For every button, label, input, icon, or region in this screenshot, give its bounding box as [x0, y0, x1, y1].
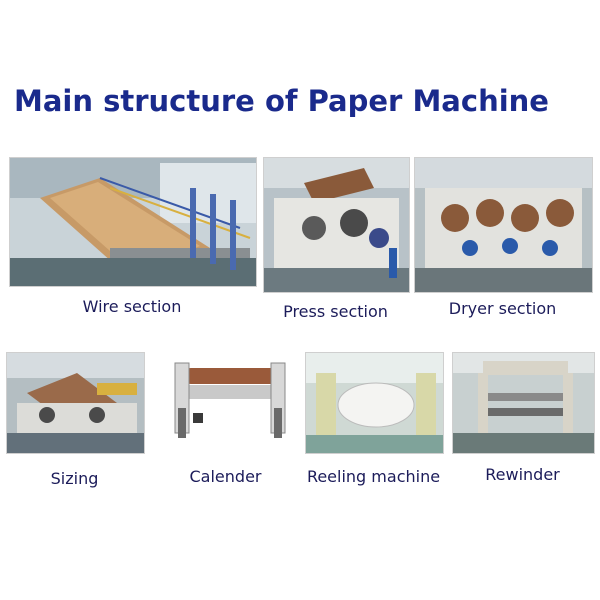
press-section-caption: Press section	[283, 302, 388, 321]
rewinder-photo	[452, 352, 595, 454]
page-title: Main structure of Paper Machine	[14, 84, 549, 118]
dryer-section-caption: Dryer section	[448, 299, 557, 318]
wire-section-caption: Wire section	[82, 297, 182, 316]
press-section-photo	[263, 157, 410, 293]
dryer-section-photo	[414, 157, 593, 293]
sizing-caption: Sizing	[50, 469, 99, 488]
rewinder-caption: Rewinder	[485, 465, 560, 484]
wire-section-photo	[9, 157, 257, 287]
calender-photo	[152, 352, 301, 454]
sizing-photo	[6, 352, 145, 454]
calender-caption: Calender	[189, 467, 262, 486]
reeling-machine-photo	[305, 352, 444, 454]
reeling-machine-caption: Reeling machine	[306, 467, 441, 486]
